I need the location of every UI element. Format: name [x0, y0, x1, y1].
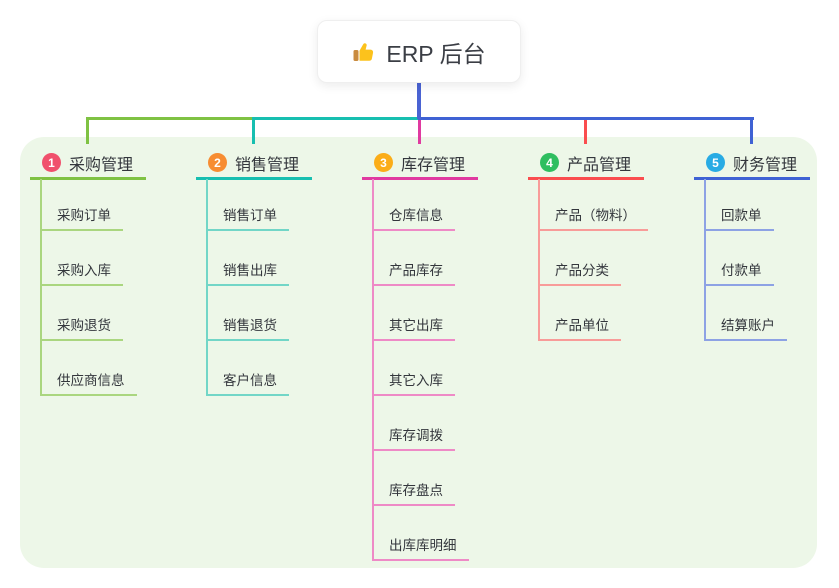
- branch-trunk-line: [206, 179, 208, 396]
- child-node[interactable]: 出库库明细: [372, 535, 469, 561]
- root-node[interactable]: ERP 后台: [317, 20, 521, 83]
- branch-label[interactable]: 3 库存管理: [362, 148, 478, 180]
- thumbs-up-icon: [352, 40, 376, 64]
- branch-trunk-line: [40, 179, 42, 396]
- mindmap-canvas: [20, 137, 817, 568]
- child-node[interactable]: 回款单: [704, 205, 774, 231]
- branch-number-badge: 3: [374, 153, 393, 172]
- connector-line: [750, 117, 753, 144]
- branch-number-badge: 1: [42, 153, 61, 172]
- child-node[interactable]: 产品（物料）: [538, 205, 648, 231]
- child-node[interactable]: 库存盘点: [372, 480, 455, 506]
- branch-node-2: 2 销售管理销售订单销售出库销售退货客户信息: [196, 148, 312, 396]
- root-node-label: ERP 后台: [386, 40, 486, 67]
- child-node[interactable]: 销售出库: [206, 260, 289, 286]
- connector-line: [252, 117, 255, 144]
- branch-node-1: 1 采购管理采购订单采购入库采购退货供应商信息: [30, 148, 146, 396]
- branch-node-5: 5 财务管理回款单付款单结算账户: [694, 148, 810, 341]
- child-node[interactable]: 仓库信息: [372, 205, 455, 231]
- child-node[interactable]: 其它入库: [372, 370, 455, 396]
- connector-line: [86, 117, 89, 144]
- branch-label[interactable]: 1 采购管理: [30, 148, 146, 180]
- child-node[interactable]: 采购入库: [40, 260, 123, 286]
- branch-label[interactable]: 5 财务管理: [694, 148, 810, 180]
- child-node[interactable]: 销售退货: [206, 315, 289, 341]
- connector-line: [418, 117, 754, 120]
- branch-title: 销售管理: [235, 156, 300, 174]
- child-node[interactable]: 客户信息: [206, 370, 289, 396]
- child-node[interactable]: 产品单位: [538, 315, 621, 341]
- branch-trunk-line: [538, 179, 540, 341]
- branch-label[interactable]: 2 销售管理: [196, 148, 312, 180]
- branch-number-badge: 5: [706, 153, 725, 172]
- child-node[interactable]: 供应商信息: [40, 370, 137, 396]
- branch-label[interactable]: 4 产品管理: [528, 148, 644, 180]
- branch-node-4: 4 产品管理产品（物料） 产品分类产品单位: [528, 148, 648, 341]
- branch-title: 库存管理: [401, 156, 466, 174]
- child-node[interactable]: 采购订单: [40, 205, 123, 231]
- child-node[interactable]: 产品库存: [372, 260, 455, 286]
- root-connector-line: [417, 82, 421, 119]
- branch-trunk-line: [372, 179, 374, 561]
- branch-title: 产品管理: [567, 156, 632, 174]
- branch-title: 采购管理: [69, 156, 134, 174]
- branch-node-3: 3 库存管理仓库信息产品库存其它出库其它入库库存调拨库存盘点出库库明细: [362, 148, 478, 561]
- branch-number-badge: 2: [208, 153, 227, 172]
- branch-trunk-line: [704, 179, 706, 341]
- connector-line: [418, 117, 421, 144]
- child-node[interactable]: 付款单: [704, 260, 774, 286]
- branch-title: 财务管理: [733, 156, 798, 174]
- child-node[interactable]: 其它出库: [372, 315, 455, 341]
- connector-line: [252, 117, 422, 120]
- child-node[interactable]: 库存调拨: [372, 425, 455, 451]
- child-node[interactable]: 结算账户: [704, 315, 787, 341]
- branch-number-badge: 4: [540, 153, 559, 172]
- child-node[interactable]: 采购退货: [40, 315, 123, 341]
- connector-line: [584, 117, 587, 144]
- child-node[interactable]: 销售订单: [206, 205, 289, 231]
- child-node[interactable]: 产品分类: [538, 260, 621, 286]
